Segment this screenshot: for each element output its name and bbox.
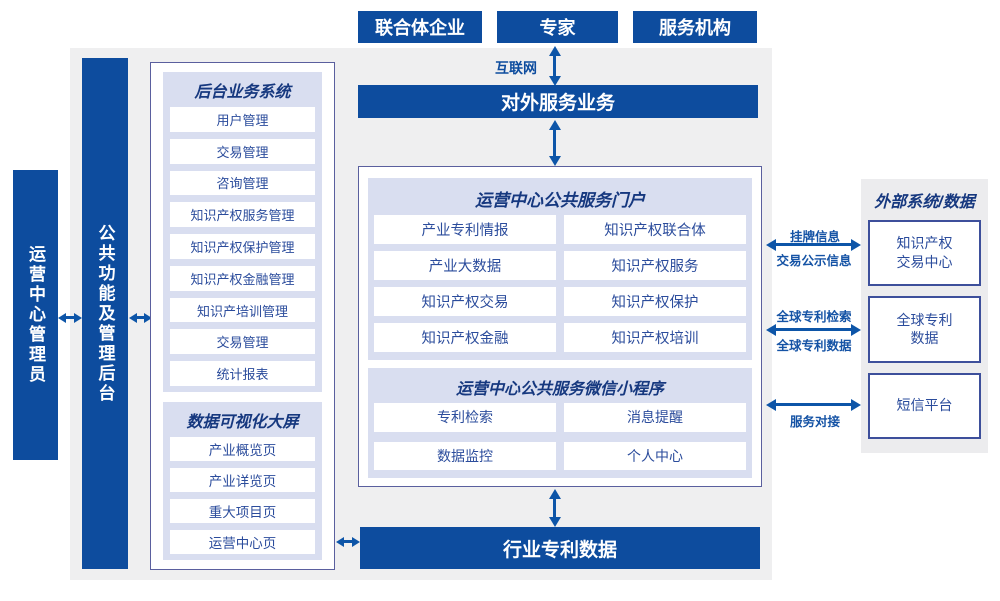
list-item: 交易管理 xyxy=(170,329,315,355)
trade-publicity-label: 交易公示信息 xyxy=(776,254,852,268)
external-systems-title: 外部系统/数据 xyxy=(874,194,975,211)
service-connect-label: 服务对接 xyxy=(789,415,840,429)
backend-system-panel: 后台业务系统 用户管理 交易管理 咨询管理 知识产权服务管理 知识产权保护管理 … xyxy=(163,72,322,392)
actor-box-service-agency: 服务机构 xyxy=(633,11,757,43)
industry-patent-data-label: 行业专利数据 xyxy=(502,539,617,561)
external-service-bar: 对外服务业务 xyxy=(358,85,758,118)
common-function-backend-label: 公共功能及管理后台 xyxy=(95,223,115,404)
actor-label: 服务机构 xyxy=(659,18,731,38)
operator-admin-label: 运营中心管理员 xyxy=(26,245,45,385)
external-box-ip-trade-center: 知识产权 交易中心 xyxy=(868,220,981,287)
global-patent-double-arrow-icon xyxy=(776,328,851,331)
data-screen-panel: 数据可视化大屏 产业概览页 产业详览页 重大项目页 运营中心页 xyxy=(163,402,322,560)
list-item: 知识产权交易 xyxy=(374,287,556,316)
service-connect-double-arrow-icon xyxy=(776,403,851,406)
actor-label: 专家 xyxy=(539,18,576,38)
data-screen-list: 产业概览页 产业详览页 重大项目页 运营中心页 xyxy=(170,437,315,554)
list-item: 咨询管理 xyxy=(170,170,315,196)
list-item: 交易管理 xyxy=(170,138,315,164)
internet-label: 互联网 xyxy=(495,60,537,76)
list-item: 知识产权金融 xyxy=(374,323,556,352)
list-item: 数据监控 xyxy=(374,441,556,470)
global-patent-data-label: 全球专利数据 xyxy=(776,339,852,353)
list-item: 消息提醒 xyxy=(564,403,746,432)
list-item: 知识产权服务管理 xyxy=(170,202,315,228)
external-box-sms-platform: 短信平台 xyxy=(868,372,981,439)
mini-program-title: 运营中心公共服务微信小程序 xyxy=(455,381,664,398)
list-item: 知识产权金融管理 xyxy=(170,265,315,291)
lists-industry-double-arrow-icon xyxy=(344,540,352,543)
portal-industry-double-arrow-icon xyxy=(553,499,556,517)
mini-program-grid: 专利检索 消息提醒 数据监控 个人中心 xyxy=(374,403,746,470)
list-item: 知识产权保护 xyxy=(564,287,746,316)
list-item: 知识产培训管理 xyxy=(170,297,315,323)
listing-info-double-arrow-icon xyxy=(776,243,851,246)
listing-info-label: 挂牌信息 xyxy=(789,230,840,244)
list-item: 运营中心页 xyxy=(170,530,315,554)
list-item: 知识产权服务 xyxy=(564,251,746,280)
internet-double-arrow-icon xyxy=(553,56,556,76)
mini-program-panel: 运营中心公共服务微信小程序 专利检索 消息提醒 数据监控 个人中心 xyxy=(368,368,752,478)
industry-patent-data-bar: 行业专利数据 xyxy=(360,527,760,569)
list-item: 知识产权培训 xyxy=(564,323,746,352)
data-screen-title: 数据可视化大屏 xyxy=(186,414,299,431)
common-function-backend-bar: 公共功能及管理后台 xyxy=(82,58,128,569)
operator-admin-bar: 运营中心管理员 xyxy=(13,170,58,460)
external-systems-panel: 外部系统/数据 知识产权 交易中心 全球专利 数据 短信平台 xyxy=(861,179,988,453)
backend-system-list: 用户管理 交易管理 咨询管理 知识产权服务管理 知识产权保护管理 知识产权金融管… xyxy=(170,107,315,387)
portal-panel: 运营中心公共服务门户 产业专利情报 知识产权联合体 产业大数据 知识产权服务 知… xyxy=(368,178,752,360)
list-item: 产业大数据 xyxy=(374,251,556,280)
list-item: 产业详览页 xyxy=(170,468,315,492)
backend-lists-double-arrow-icon xyxy=(137,316,144,319)
external-service-bar-label: 对外服务业务 xyxy=(500,93,615,114)
list-item: 知识产权保护管理 xyxy=(170,234,315,259)
external-systems-list: 知识产权 交易中心 全球专利 数据 短信平台 xyxy=(868,220,981,439)
operator-backend-double-arrow-icon xyxy=(66,316,74,319)
external-box-global-patent-data: 全球专利 数据 xyxy=(868,296,981,363)
list-item: 重大项目页 xyxy=(170,499,315,523)
actor-box-consortium-enterprise: 联合体企业 xyxy=(358,11,482,43)
portal-title: 运营中心公共服务门户 xyxy=(475,190,645,210)
list-item: 统计报表 xyxy=(170,361,315,387)
actor-label: 联合体企业 xyxy=(375,18,465,38)
portal-grid: 产业专利情报 知识产权联合体 产业大数据 知识产权服务 知识产权交易 知识产权保… xyxy=(374,215,746,352)
list-item: 个人中心 xyxy=(564,441,746,470)
service-portal-double-arrow-icon xyxy=(553,130,556,156)
list-item: 产业概览页 xyxy=(170,437,315,461)
list-item: 专利检索 xyxy=(374,403,556,432)
list-item: 产业专利情报 xyxy=(374,215,556,244)
list-item: 知识产权联合体 xyxy=(564,215,746,244)
list-item: 用户管理 xyxy=(170,107,315,132)
actor-box-expert: 专家 xyxy=(497,11,618,43)
backend-system-title: 后台业务系统 xyxy=(194,84,291,101)
global-patent-search-label: 全球专利检索 xyxy=(776,310,852,324)
